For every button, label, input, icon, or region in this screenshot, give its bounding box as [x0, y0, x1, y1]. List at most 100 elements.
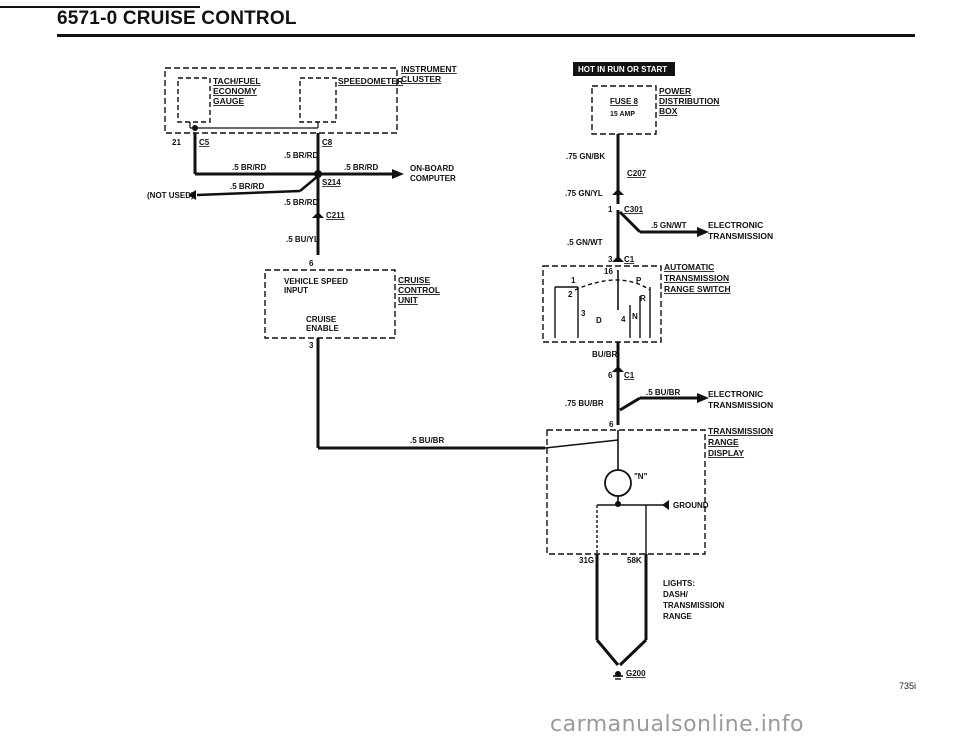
switch-n: N — [632, 312, 638, 321]
wire-br-rd-4: .5 BR/RD — [230, 182, 264, 191]
wire-bu-br-75: .75 BU/BR — [565, 399, 604, 408]
elec-trans-label-2b: TRANSMISSION — [708, 400, 773, 410]
wire-bu-br-long: .5 BU/BR — [410, 436, 444, 445]
wire-br-rd-2: .5 BR/RD — [232, 163, 266, 172]
computer-arrow — [392, 169, 404, 179]
cruise-unit-label-3: UNIT — [398, 295, 419, 305]
onboard-computer-label-2: COMPUTER — [410, 174, 456, 183]
watermark: carmanualsonline.info — [550, 712, 804, 737]
auto-trans-label-1: AUTOMATIC — [664, 262, 714, 272]
wire-not-used — [196, 189, 301, 197]
elec-trans-label-1b: TRANSMISSION — [708, 231, 773, 241]
c211-pin: 6 — [309, 259, 314, 268]
c1b-pin: 6 — [608, 371, 613, 380]
cruise-control-unit-box — [264, 269, 396, 339]
speedometer-label: SPEEDOMETER — [338, 76, 403, 86]
gauge-label: GAUGE — [213, 96, 245, 106]
c1a-label: C1 — [624, 255, 635, 264]
wire-gn-wt-1: .5 GN/WT — [651, 221, 687, 230]
tach-fuel-label: TACH/FUEL — [213, 76, 261, 86]
s214-label: S214 — [322, 178, 341, 187]
power-dist-label-1: POWER — [659, 86, 691, 96]
vehicle-speed-label-2: INPUT — [284, 286, 308, 295]
ground-arrow — [662, 500, 669, 510]
switch-r: R — [640, 294, 646, 303]
onboard-computer-label-1: ON-BOARD — [410, 164, 454, 173]
not-used-label: (NOT USED) — [147, 191, 194, 200]
switch-pin-4: 4 — [621, 315, 626, 324]
n-lamp-label: "N" — [634, 472, 648, 481]
wire-bu-yl: .5 BU/YL — [286, 235, 319, 244]
cruise-pin-3: 3 — [309, 341, 314, 350]
switch-pin-3: 3 — [581, 309, 586, 318]
c1b-label: C1 — [624, 371, 635, 380]
fuse-amp-label: 15 AMP — [610, 111, 635, 118]
fuse-label: FUSE 8 — [610, 97, 639, 106]
c211-label: C211 — [326, 211, 345, 220]
c1a-pin: 3 — [608, 255, 613, 264]
elec-trans-label-2a: ELECTRONIC — [708, 389, 763, 399]
c301-label: C301 — [624, 205, 644, 214]
lights-label-1: LIGHTS: — [663, 579, 695, 588]
instrument-cluster-label-2: CLUSTER — [401, 74, 441, 84]
wire-br-rd-1: .5 BR/RD — [284, 151, 318, 160]
elec-trans-arrow-1 — [697, 227, 709, 237]
instrument-cluster-box — [164, 67, 398, 134]
power-dist-label-2: DISTRIBUTION — [659, 96, 719, 106]
auto-trans-label-2: TRANSMISSION — [664, 273, 729, 283]
g200-label: G200 — [626, 669, 646, 678]
switch-pin-1: 1 — [571, 276, 576, 285]
elec-trans-arrow-2 — [697, 393, 709, 403]
wire-br-rd-5: .5 BR/RD — [284, 198, 318, 207]
cruise-unit-label-2: CONTROL — [398, 285, 440, 295]
page-number: 735i — [899, 681, 917, 691]
title-rule — [57, 34, 915, 37]
trans-display-label-1: TRANSMISSION — [708, 426, 773, 436]
not-used-arrow — [188, 190, 196, 200]
wire-bu-br: BU/BR — [592, 350, 618, 359]
pin-31g: 31G — [579, 556, 594, 565]
wire-gn-wt-2: .5 GN/WT — [567, 238, 603, 247]
cruise-unit-label-1: CRUISE — [398, 275, 430, 285]
cruise-enable-label-2: ENABLE — [306, 324, 340, 333]
lights-label-4: RANGE — [663, 612, 693, 621]
pin-58k: 58K — [627, 556, 642, 565]
c301-pin: 1 — [608, 205, 613, 214]
switch-pin-16: 16 — [604, 267, 613, 276]
display-pin-6: 6 — [609, 420, 614, 429]
wire-gn-bk: .75 GN/BK — [566, 152, 605, 161]
lights-label-3: TRANSMISSION — [663, 601, 725, 610]
c8-label: C8 — [322, 138, 333, 147]
ground-label: GROUND — [673, 501, 709, 510]
wire-c301-branch — [618, 210, 642, 234]
n-lamp — [604, 469, 632, 497]
trans-range-display-box — [546, 429, 706, 555]
wire-bu-br-2: .5 BU/BR — [646, 388, 680, 397]
power-distribution-box — [591, 85, 657, 135]
s214-splice — [314, 170, 322, 178]
c207-label: C207 — [627, 169, 647, 178]
switch-d: D — [596, 316, 602, 325]
auto-trans-label-3: RANGE SWITCH — [664, 284, 731, 294]
range-switch-box — [542, 265, 662, 343]
tach-fuel-gauge-box — [177, 77, 211, 123]
top-rule — [0, 6, 200, 8]
hot-in-run-badge — [573, 62, 675, 76]
switch-pin-2: 2 — [568, 290, 573, 299]
switch-p: P — [636, 276, 642, 285]
lights-label-2: DASH/ — [663, 590, 689, 599]
hot-in-run-label: HOT IN RUN OR START — [578, 65, 667, 74]
economy-label: ECONOMY — [213, 86, 257, 96]
wire-br-rd-3: .5 BR/RD — [344, 163, 378, 172]
speedometer-box — [299, 77, 337, 123]
c5-label: C5 — [199, 138, 210, 147]
vehicle-speed-label-1: VEHICLE SPEED — [284, 277, 348, 286]
elec-trans-label-1a: ELECTRONIC — [708, 220, 763, 230]
power-dist-label-3: BOX — [659, 106, 678, 116]
wire-elec-trans-branch — [619, 396, 641, 412]
trans-display-label-2: RANGE — [708, 437, 739, 447]
cruise-enable-label-1: CRUISE — [306, 315, 337, 324]
c5-pin: 21 — [172, 138, 181, 147]
trans-display-label-3: DISPLAY — [708, 448, 744, 458]
